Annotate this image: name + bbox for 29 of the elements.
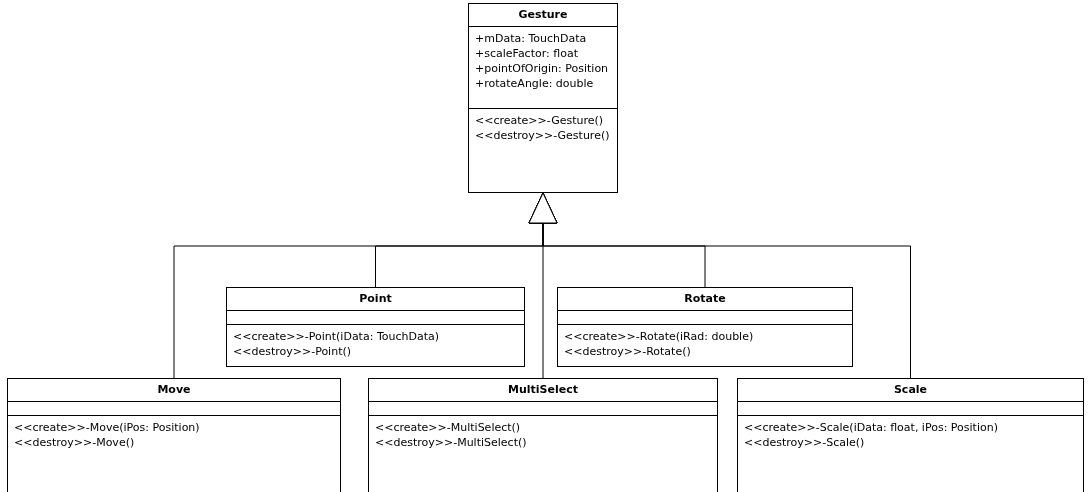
class-name: MultiSelect [508,382,578,397]
attribute-text: +mData: TouchData [475,31,587,46]
class-name: Point [359,291,392,306]
class-box [7,378,341,492]
method-text: <<create>>-Point(iData: TouchData) [233,329,439,344]
method-text: <<create>>-Move(iPos: Position) [14,420,200,435]
method-text: <<destroy>>-Point() [233,344,352,359]
method-text: <<destroy>>-Move() [14,435,135,450]
class-name: Move [157,382,191,397]
class-box [557,287,853,367]
class-box [737,378,1084,492]
method-text: <<destroy>>-Scale() [744,435,865,450]
class-name: Gesture [518,7,568,22]
inheritance-arrow [528,192,911,379]
method-text: <<create>>-Gesture() [475,113,604,128]
method-text: <<destroy>>-Gesture() [475,128,610,143]
method-text: <<destroy>>-Rotate() [564,344,691,359]
method-text: <<destroy>>-MultiSelect() [375,435,527,450]
class-box [468,3,618,193]
method-text: <<create>>-MultiSelect() [375,420,521,435]
attribute-text: +scaleFactor: float [475,46,578,61]
class-box [368,378,718,492]
class-box [226,287,525,367]
class-name: Scale [893,382,928,397]
attribute-text: +rotateAngle: double [475,76,594,91]
attribute-text: +pointOfOrigin: Position [475,61,609,76]
method-text: <<create>>-Scale(iData: float, iPos: Position) [744,420,998,435]
method-text: <<create>>-Rotate(iRad: double) [564,329,754,344]
class-name: Rotate [684,291,726,306]
